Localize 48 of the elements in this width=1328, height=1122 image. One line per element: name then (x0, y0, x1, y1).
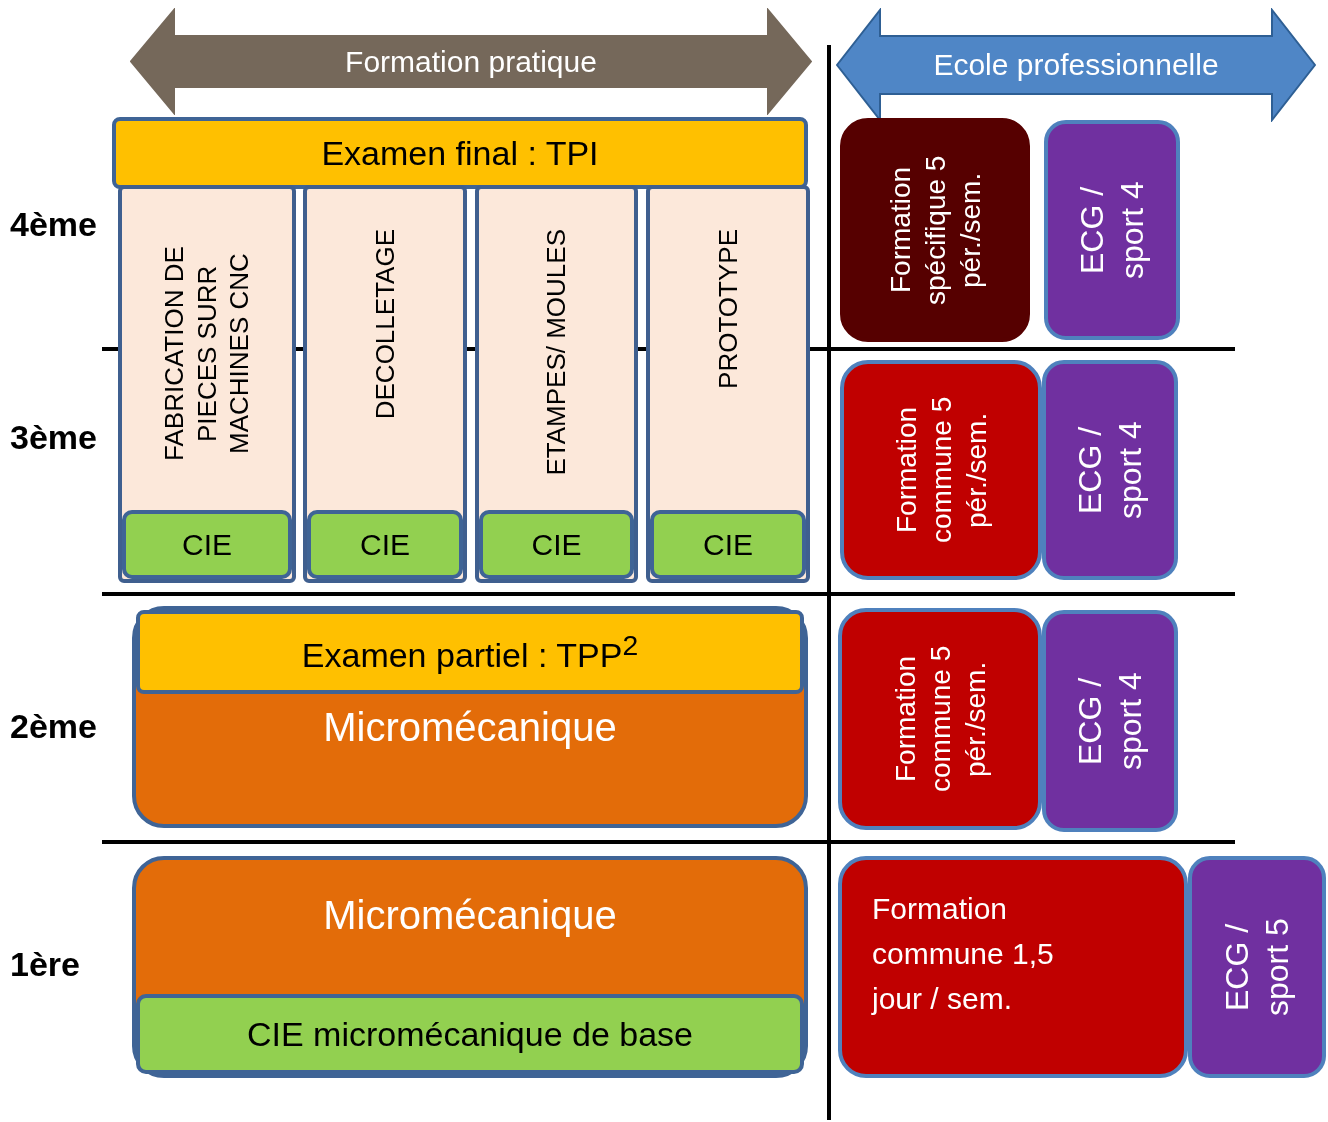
box-label: Examen partiel : TPP$^{2}$ (301, 627, 639, 676)
course-box (122, 510, 292, 579)
year-label: 2ème (10, 707, 97, 746)
box-label: Formation commune 1,5 jour / sem. (872, 891, 1055, 1017)
specialization-column (303, 185, 467, 583)
box-label: Formation commune 5 pér./sem. (889, 395, 993, 546)
school-course-box (1042, 360, 1178, 580)
training-box (132, 856, 808, 1078)
box-label: CIE (182, 526, 232, 563)
year-label: 4ème (10, 205, 97, 244)
box-label: CIE micromécanique de base (247, 1013, 693, 1055)
box-label: Examen final : TPI (321, 132, 599, 174)
box-label: Formation spécifique 5 pér./sem. (883, 154, 987, 307)
double-arrow-banner (836, 8, 1316, 122)
specialization-column (118, 185, 296, 583)
school-course-box (1044, 120, 1180, 340)
specialization-column (646, 185, 810, 583)
box-label: ETAMPES/ MOULES (540, 229, 573, 476)
school-course-box (1042, 610, 1178, 832)
box-label: ECG / sport 4 (1071, 671, 1149, 772)
box-label: Ecole professionnelle (933, 47, 1219, 84)
course-box (307, 510, 463, 579)
double-arrow-banner (130, 8, 812, 115)
course-box (479, 510, 634, 579)
box-label: ECG / sport 5 (1218, 917, 1296, 1018)
box-label: CIE (531, 526, 582, 563)
box-label: PROTOTYPE (711, 229, 744, 389)
box-label: Formation pratique (345, 43, 597, 80)
box-label: Micromécanique (323, 892, 617, 939)
school-course-box (840, 360, 1042, 580)
box-label: DECOLLETAGE (368, 229, 401, 420)
year-label: 3ème (10, 418, 97, 457)
box-label: Micromécanique (323, 704, 617, 751)
school-course-box (838, 608, 1042, 830)
box-label: CIE (703, 526, 753, 563)
exam-bar (112, 117, 808, 189)
school-course-box (1188, 856, 1326, 1078)
specialization-column (475, 185, 638, 583)
box-label: CIE (360, 526, 410, 563)
box-label: ECG / sport 4 (1073, 180, 1151, 281)
training-box (132, 606, 808, 828)
box-label: FABRICATION DE PIECES SURR MACHINES CNC (158, 245, 256, 464)
box-label: Formation commune 5 pér./sem. (888, 644, 992, 795)
school-course-box (840, 118, 1030, 342)
school-course-box (838, 856, 1188, 1078)
box-label: ECG / sport 4 (1071, 420, 1149, 521)
year-label: 1ère (10, 945, 80, 984)
course-box (650, 510, 806, 579)
